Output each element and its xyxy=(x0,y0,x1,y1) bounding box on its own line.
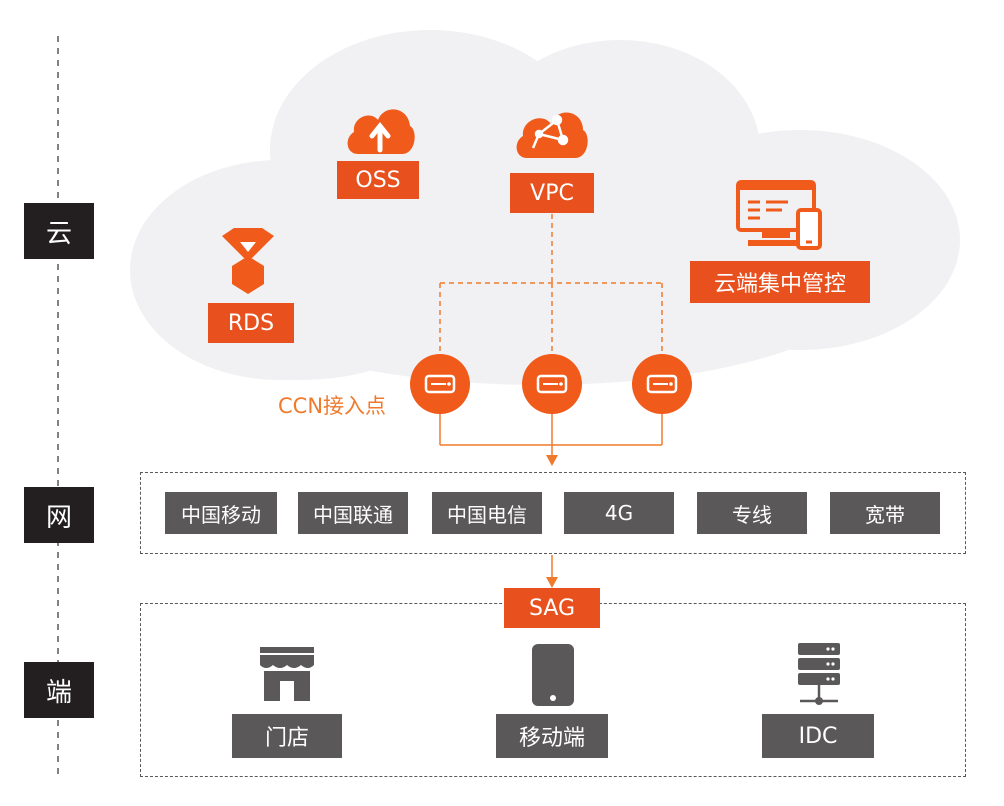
router-icon xyxy=(646,374,678,394)
store-icon xyxy=(260,647,314,701)
layer-label-network: 网 xyxy=(24,487,94,543)
network-china-mobile: 中国移动 xyxy=(165,492,277,534)
oss-box: OSS xyxy=(337,161,419,199)
ccn-router-3 xyxy=(632,354,692,414)
mobile-phone-icon xyxy=(532,644,574,706)
server-rack-icon xyxy=(798,643,840,705)
network-leased-line: 专线 xyxy=(697,492,807,534)
ccn-router-1 xyxy=(410,354,470,414)
ccn-access-point-label: CCN接入点 xyxy=(278,394,387,418)
oss-icon xyxy=(347,109,415,154)
endpoint-store: 门店 xyxy=(232,714,342,758)
network-broadband: 宽带 xyxy=(830,492,940,534)
network-china-unicom: 中国联通 xyxy=(298,492,408,534)
network-frame xyxy=(140,472,966,554)
vpc-box: VPC xyxy=(510,173,594,213)
layer-label-edge: 端 xyxy=(24,662,94,718)
endpoint-mobile: 移动端 xyxy=(496,714,608,758)
ccn-router-2 xyxy=(522,354,582,414)
network-china-telecom: 中国电信 xyxy=(432,492,542,534)
network-4g: 4G xyxy=(564,492,674,534)
rds-box: RDS xyxy=(208,303,294,343)
endpoint-idc: IDC xyxy=(762,714,874,758)
sag-box: SAG xyxy=(504,588,600,628)
management-box: 云端集中管控 xyxy=(690,261,870,303)
router-icon xyxy=(536,374,568,394)
monitor-phone-icon xyxy=(736,180,822,250)
rds-icon xyxy=(222,228,274,294)
vpc-icon xyxy=(516,112,588,158)
router-icon xyxy=(424,374,456,394)
layer-label-cloud: 云 xyxy=(24,203,94,259)
